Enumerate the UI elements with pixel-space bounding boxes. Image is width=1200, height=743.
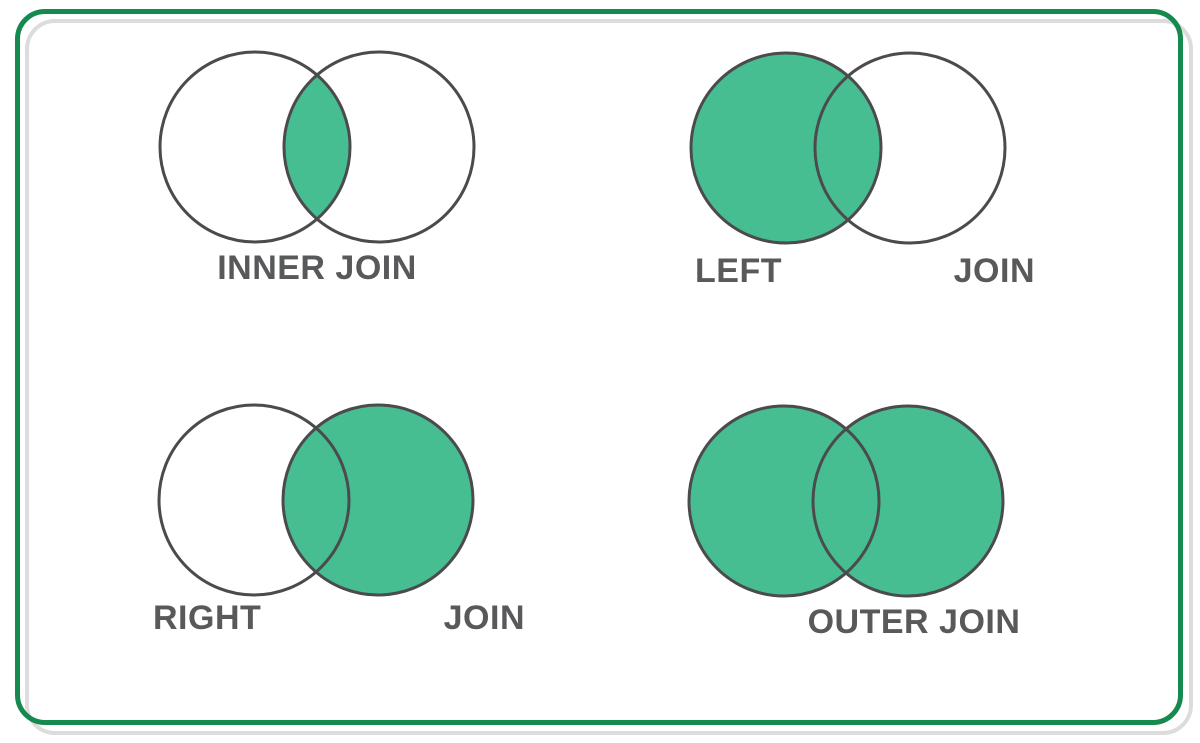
right-join-label-left: RIGHT bbox=[153, 599, 262, 637]
venn-right-join bbox=[157, 403, 475, 597]
right-circle-outline bbox=[811, 404, 1005, 598]
frame-shadow-line bbox=[25, 19, 1193, 735]
right-join-labels: RIGHT JOIN bbox=[153, 601, 525, 635]
left-join-label-left: LEFT bbox=[695, 252, 782, 290]
right-circle-fill bbox=[283, 405, 473, 595]
outer-join-label: OUTER JOIN bbox=[807, 603, 1021, 641]
left-circle-outline bbox=[157, 403, 351, 597]
left-circle-outline bbox=[687, 404, 881, 598]
venn-outer-join bbox=[687, 404, 1005, 598]
left-join-labels: LEFT JOIN bbox=[695, 254, 1035, 288]
venn-inner-join bbox=[158, 50, 476, 244]
intersection-fill bbox=[284, 52, 350, 242]
left-circle-fill bbox=[691, 53, 881, 243]
right-join-label-right: JOIN bbox=[443, 599, 525, 637]
inner-join-label: INNER JOIN bbox=[217, 249, 417, 287]
venn-left-join bbox=[689, 51, 1007, 245]
right-circle-outline bbox=[813, 51, 1007, 245]
right-circle-fill bbox=[813, 406, 1003, 596]
poster-frame-border bbox=[15, 9, 1183, 725]
left-join-label-right: JOIN bbox=[953, 252, 1035, 290]
right-circle-outline bbox=[281, 403, 475, 597]
left-circle-outline bbox=[689, 51, 883, 245]
left-circle-outline bbox=[158, 50, 352, 244]
right-circle-outline bbox=[282, 50, 476, 244]
